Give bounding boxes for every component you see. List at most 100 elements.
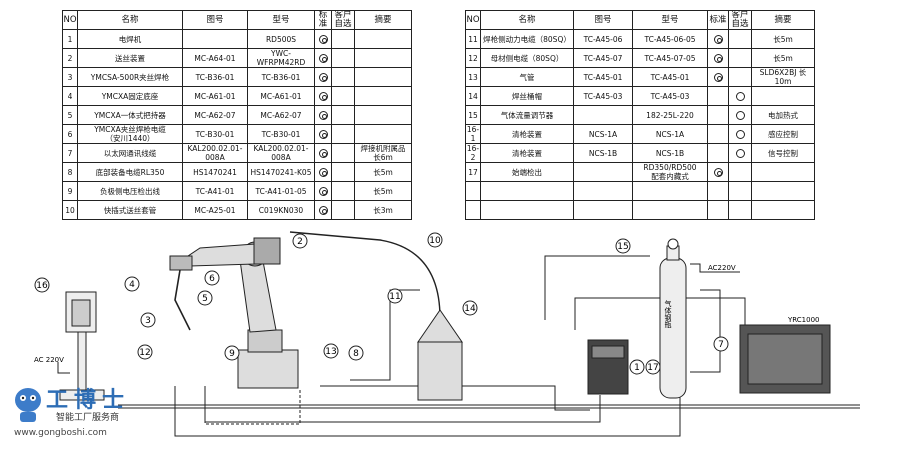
- circle-mark-icon: [318, 148, 328, 158]
- circle-mark-icon: [713, 34, 723, 44]
- table-cell-name: 快插式送丝套管: [77, 200, 183, 220]
- circle-mark-icon: [735, 129, 745, 139]
- robot-arm: [169, 237, 299, 389]
- callout-circle: [629, 359, 645, 375]
- callout-circle: [615, 238, 631, 254]
- table-cell-drawing: MC-A25-01: [182, 200, 248, 220]
- circle-mark-icon: [318, 129, 328, 139]
- callout-number: 2: [297, 237, 303, 247]
- callout-group: 16 12 4 3 56 9 2 11 13 8 10 14 15 1 17 7: [34, 232, 729, 375]
- cable-11: [350, 289, 420, 381]
- callout-number: 8: [353, 349, 359, 359]
- callout-number: 1: [634, 363, 640, 373]
- callout-number: 6: [209, 274, 215, 284]
- table-cell-note: 长5m: [751, 29, 815, 49]
- circle-mark-icon: [318, 167, 328, 177]
- gas-cylinder: [659, 238, 687, 399]
- callout-circle: [427, 232, 443, 248]
- gas-hose: [544, 255, 650, 320]
- wire-drum: [417, 309, 463, 401]
- mascot-icon: [15, 388, 41, 422]
- callout-circle: [34, 277, 50, 293]
- gun-cleaner: [57, 291, 105, 401]
- circle-mark-icon: [318, 91, 328, 101]
- callout-circle: [137, 344, 153, 360]
- callout-circle: [204, 270, 220, 286]
- watermark-subtitle: 智能工厂服务商: [56, 413, 120, 423]
- callout-number: 5: [202, 294, 208, 304]
- callout-number: 16: [36, 281, 48, 291]
- callout-number: 10: [429, 236, 441, 246]
- callout-number: 3: [145, 316, 151, 326]
- callout-number: 17: [647, 363, 658, 373]
- circle-mark-icon: [318, 53, 328, 63]
- watermark-logo: 工博士: [46, 388, 131, 413]
- callout-circle: [713, 336, 729, 352]
- mark-cell: [707, 29, 729, 49]
- callout-number: 14: [464, 304, 476, 314]
- cable-10: [289, 231, 441, 319]
- robot-controller: [739, 324, 831, 394]
- table-row: [465, 181, 815, 201]
- circle-mark-icon: [735, 110, 745, 120]
- dashed-loop: [204, 390, 301, 425]
- circle-mark-icon: [735, 91, 745, 101]
- callout-circle: [323, 343, 339, 359]
- watermark-url: www.gongboshi.com: [14, 428, 107, 438]
- table-cell-note: 焊接机附属品 长6m: [354, 143, 412, 163]
- circle-mark-icon: [713, 167, 723, 177]
- callout-circle: [292, 233, 308, 249]
- callout-circle: [140, 312, 156, 328]
- watermark: 工博士 智能工厂服务商 www.gongboshi.com: [8, 380, 138, 450]
- gas-cylinder-label: 气体钢瓶: [664, 299, 672, 329]
- callout-number: 9: [229, 349, 235, 359]
- callout-circle: [462, 300, 478, 316]
- callout-circle: [348, 345, 364, 361]
- circle-mark-icon: [713, 53, 723, 63]
- circle-mark-icon: [713, 72, 723, 82]
- welding-power-source: [587, 339, 629, 395]
- callout-number: 7: [718, 340, 724, 350]
- ac-right-cable: [690, 263, 740, 273]
- table-cell-note: 长3m: [354, 200, 412, 220]
- callout-circle: [197, 290, 213, 306]
- callout-number: 15: [617, 242, 628, 252]
- cable-ground-loop: [174, 386, 681, 437]
- callout-number: 12: [139, 348, 150, 358]
- mark-cell: [728, 124, 752, 144]
- circle-mark-icon: [318, 110, 328, 120]
- ac-left-label: AC 220V: [34, 356, 64, 364]
- circle-mark-icon: [318, 72, 328, 82]
- circle-mark-icon: [735, 148, 745, 158]
- callout-number: 11: [389, 292, 400, 302]
- callout-circle: [224, 345, 240, 361]
- callout-circle: [387, 288, 403, 304]
- callout-circle: [645, 359, 661, 375]
- table-cell-note: SLD6X2BJ 长10m: [751, 67, 815, 87]
- callout-circle: [124, 276, 140, 292]
- circle-mark-icon: [318, 205, 328, 215]
- table-row: [465, 200, 815, 220]
- cable-signal-loop: [204, 386, 601, 423]
- ac-right-label: AC220V: [708, 264, 736, 272]
- callout-number: 13: [325, 347, 336, 357]
- mark-cell: [314, 143, 332, 163]
- table-cell-note: [751, 200, 815, 220]
- cable-7: [690, 289, 721, 373]
- controller-model-label: YRC1000: [787, 316, 820, 324]
- circle-mark-icon: [318, 186, 328, 196]
- callout-number: 4: [129, 280, 135, 290]
- circle-mark-icon: [318, 34, 328, 44]
